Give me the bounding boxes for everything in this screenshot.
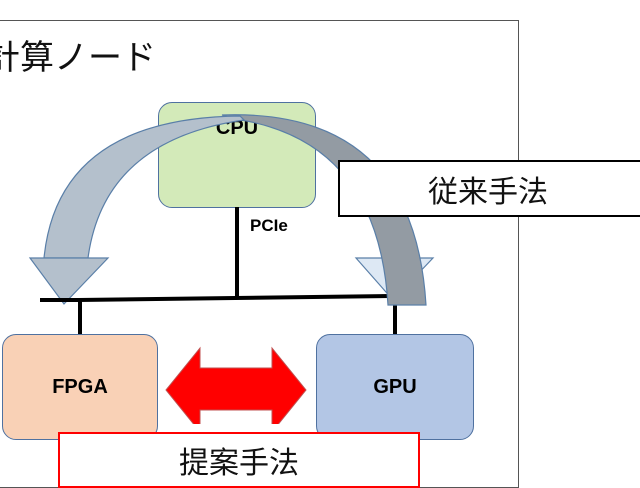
conventional-arrowhead-left	[28, 257, 110, 305]
proposed-method-label: 提案手法	[58, 432, 420, 488]
gpu-box: GPU	[316, 334, 474, 440]
fpga-box: FPGA	[2, 334, 158, 440]
compute-node-title: 計算ノード	[0, 38, 156, 78]
proposed-method-text: 提案手法	[179, 446, 299, 481]
pcie-bus-line	[77, 294, 391, 302]
gpu-label: GPU	[373, 375, 417, 398]
conventional-method-label: 従来手法	[338, 160, 640, 217]
conventional-method-text: 従来手法	[428, 174, 548, 210]
proposed-double-arrow	[165, 346, 307, 424]
pcie-label: PCIe	[250, 216, 288, 235]
fpga-label: FPGA	[52, 375, 108, 398]
conventional-arrow-left	[43, 115, 246, 259]
